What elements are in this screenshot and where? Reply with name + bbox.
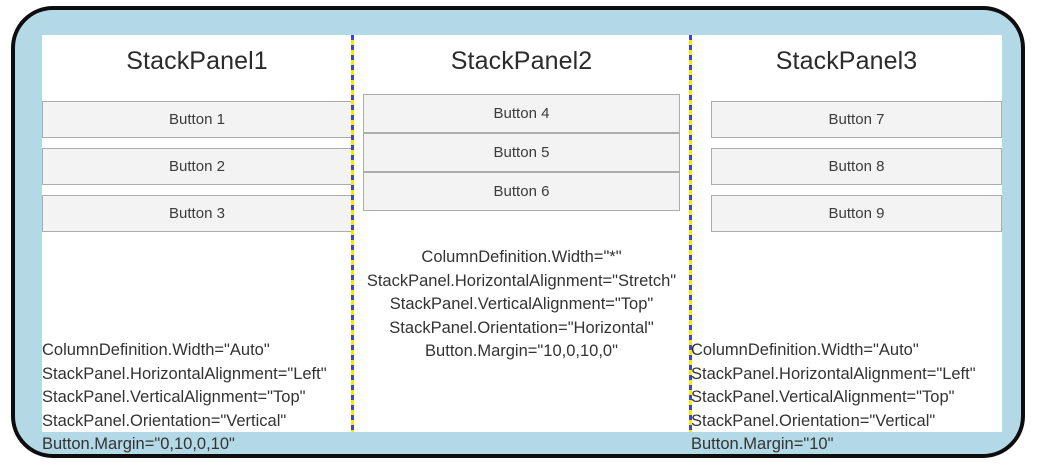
grid-column-2: StackPanel2 Button 4 Button 5 Button 6 C… (353, 35, 690, 432)
annotation-line: Button.Margin="10" (691, 435, 834, 453)
grid-column-1: StackPanel1 Button 1 Button 2 Button 3 C… (42, 35, 352, 453)
annotation-column-2: ColumnDefinition.Width="*" StackPanel.Ho… (349, 246, 694, 364)
grid-content-surface: StackPanel1 Button 1 Button 2 Button 3 C… (42, 35, 1002, 453)
panel-title-3: StackPanel3 (775, 47, 918, 75)
annotation-line: Button.Margin="0,10,0,10" (42, 435, 235, 453)
panel-title-2: StackPanel2 (450, 47, 593, 75)
annotation-line: StackPanel.Orientation="Vertical" (42, 411, 287, 430)
annotation-line: ColumnDefinition.Width="*" (421, 248, 622, 266)
annotation-line: ColumnDefinition.Width="Auto" (691, 341, 919, 359)
button-5[interactable]: Button 5 (363, 133, 680, 172)
annotation-column-1: ColumnDefinition.Width="Auto" StackPanel… (42, 339, 327, 457)
annotation-line: StackPanel.Orientation="Horizontal" (389, 318, 654, 337)
stackpanel-3: Button 7 Button 8 Button 9 (701, 91, 1002, 242)
panel-title-1: StackPanel1 (126, 47, 268, 75)
column-divider-2 (689, 35, 692, 432)
button-3[interactable]: Button 3 (42, 195, 352, 232)
annotation-line: StackPanel.VerticalAlignment="Top" (389, 295, 654, 313)
annotation-line: ColumnDefinition.Width="Auto" (42, 341, 270, 359)
column-divider-1 (351, 35, 354, 432)
button-7[interactable]: Button 7 (711, 101, 1002, 138)
button-4[interactable]: Button 4 (363, 94, 680, 133)
grid-column-3: StackPanel3 Button 7 Button 8 Button 9 C… (691, 35, 1002, 453)
annotation-line: StackPanel.HorizontalAlignment="Stretch" (366, 271, 677, 290)
button-2[interactable]: Button 2 (42, 148, 352, 185)
annotation-line: StackPanel.HorizontalAlignment="Left" (42, 364, 327, 383)
stackpanel-1: Button 1 Button 2 Button 3 (42, 91, 352, 242)
button-8[interactable]: Button 8 (711, 148, 1002, 185)
annotation-line: StackPanel.Orientation="Vertical" (691, 411, 936, 430)
annotation-line: StackPanel.HorizontalAlignment="Left" (691, 364, 976, 383)
annotation-line: StackPanel.VerticalAlignment="Top" (691, 388, 955, 406)
annotation-line: StackPanel.VerticalAlignment="Top" (42, 388, 306, 406)
button-1[interactable]: Button 1 (42, 101, 352, 138)
button-9[interactable]: Button 9 (711, 195, 1002, 232)
button-6[interactable]: Button 6 (363, 172, 680, 211)
stackpanel-2: Button 4 Button 5 Button 6 (363, 94, 680, 211)
annotation-column-3: ColumnDefinition.Width="Auto" StackPanel… (691, 339, 976, 457)
annotation-line: Button.Margin="10,0,10,0" (425, 342, 618, 360)
